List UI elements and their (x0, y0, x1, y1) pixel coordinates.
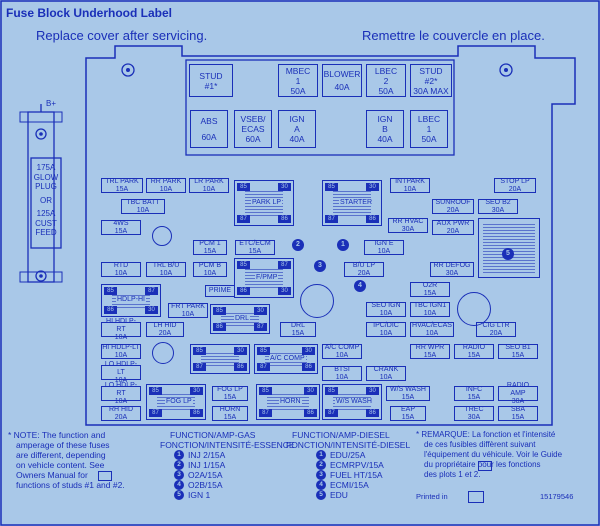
block-body-outline (85, 45, 576, 426)
note-french: * REMARQUE: La fonction et l'intensité d… (416, 430, 563, 479)
bplus-label: B+ (46, 99, 57, 108)
marker-3: 3 (314, 260, 326, 272)
relay-drl: 85 30 86 87 DRL (210, 304, 270, 334)
marker-4: 4 (354, 280, 366, 292)
relay-ac-comp-left: 85 30 87 86 (190, 344, 250, 374)
relay-fuel-pump: 85 87 86 30 F/PMP (234, 258, 294, 298)
relay-starter: 85 30 87 86 STARTER (322, 180, 382, 226)
fuse-stud-2: STUD#2*30A MAX (410, 64, 452, 97)
mounting-hole (300, 284, 334, 318)
country-mark-icon (468, 491, 484, 503)
note-english: * NOTE: The function and amperage of the… (8, 430, 125, 490)
marker-5: 5 (502, 248, 514, 260)
instruction-french: Remettre le couvercle en place. (362, 28, 545, 43)
printed-in: Printed in (416, 492, 448, 501)
diesel-function-list: FUNCTION/AMP-DIESEL FONCTION/INTENSITÉ-D… (286, 430, 411, 500)
marker-2: 2 (292, 239, 304, 251)
gas-function-list: FUNCTION/AMP-GAS FONCTION/INTENSITÉ-ESSE… (160, 430, 295, 500)
manual-book-icon (478, 461, 492, 471)
relay-fog-lp: 85 30 87 86 FOG LP (146, 384, 206, 420)
relay-w-s-wash: 85 30 87 86 W/S WASH (322, 384, 382, 420)
glow-plug-label: 175A GLOW PLUG OR 125A CUST FEED (33, 163, 59, 237)
marker-1: 1 (337, 239, 349, 251)
fuse-prime: PRIME (205, 285, 235, 297)
instruction-english: Replace cover after servicing. (36, 28, 208, 43)
part-number: 15179546 (540, 492, 574, 501)
mounting-hole (457, 292, 491, 326)
mounting-hole (152, 226, 172, 246)
relay-horn: 85 30 87 86 HORN (256, 384, 320, 420)
label-title: Fuse Block Underhood Label (6, 6, 173, 20)
relay-hdlp-hi: 85 87 86 30 HDLP-HI (101, 284, 161, 317)
relay-ac-comp: 85 30 87 86 A/C COMP (254, 344, 318, 374)
manual-book-icon (98, 471, 112, 481)
fuse-stud-1: STUD#1* (189, 64, 233, 97)
relay-park-lp: 85 30 87 86 PARK LP (234, 180, 294, 226)
mounting-hole (152, 342, 174, 364)
